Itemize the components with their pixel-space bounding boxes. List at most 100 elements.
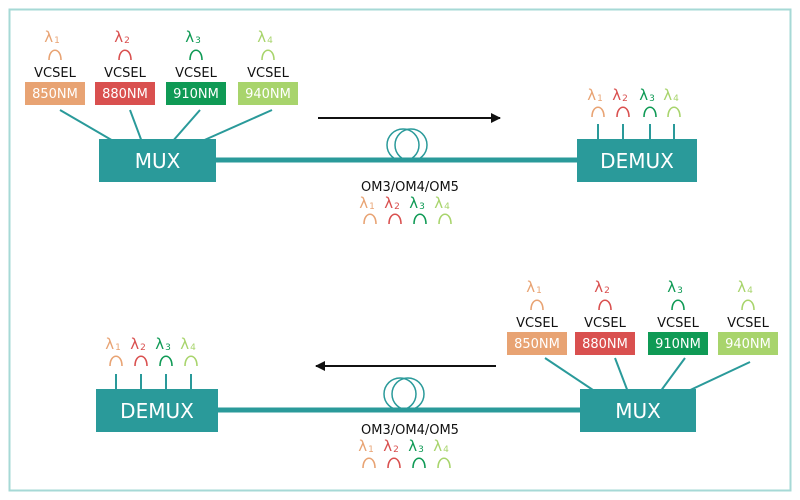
lambda-base: λ [384, 194, 393, 212]
wave-arc-icon [189, 49, 203, 61]
vcsel-label: VCSEL [727, 316, 769, 331]
lambda-base: λ [526, 278, 535, 296]
lambda-base: λ [155, 335, 164, 353]
bottom-source-lambda-1: λ1 [526, 278, 544, 311]
wavelength-badge-label: 940NM [725, 337, 771, 352]
wave-arc-icon [118, 49, 132, 61]
connector-line-4 [685, 361, 751, 393]
wave-arc-icon [671, 299, 685, 311]
lambda-subscript: 4 [444, 202, 450, 212]
lambda-base: λ [114, 28, 123, 46]
wave-arc-icon [616, 106, 630, 118]
top-fiber-lambda-3: λ3 [409, 194, 427, 225]
wave-arc-icon [412, 457, 426, 469]
lambda-base: λ [44, 28, 53, 46]
top-fiber-lambda-4: λ4 [434, 194, 452, 225]
top-demux-out-lambda-4-symbol: λ4 [663, 86, 679, 104]
top-fiber-lambda-4-symbol: λ4 [434, 194, 450, 212]
wave-arc-icon [643, 106, 657, 118]
bottom-fiber-lambda-2: λ2 [383, 437, 401, 469]
wave-arc-icon [667, 106, 681, 118]
top-source-lambda-3: λ3 [185, 28, 203, 61]
bottom-section: λ1VCSEL850NMλ2VCSEL880NMλ3VCSEL910NMλ4VC… [96, 278, 778, 469]
wave-arc-icon [261, 49, 275, 61]
top-source-lambda-2: λ2 [114, 28, 132, 61]
lambda-subscript: 3 [165, 343, 171, 353]
lambda-subscript: 3 [195, 36, 201, 46]
lambda-base: λ [130, 335, 139, 353]
top-demux-out-lambda-1: λ1 [587, 86, 605, 118]
wave-arc-icon [741, 299, 755, 311]
lambda-subscript: 3 [418, 445, 424, 455]
top-source-lambda-4: λ4 [257, 28, 275, 61]
lambda-base: λ [663, 86, 672, 104]
wave-arc-icon [134, 355, 148, 367]
wave-arc-icon [109, 355, 123, 367]
lambda-subscript: 4 [190, 343, 196, 353]
bottom-source-lambda-3-symbol: λ3 [667, 278, 683, 296]
lambda-subscript: 2 [622, 94, 628, 104]
lambda-subscript: 2 [394, 202, 400, 212]
wavelength-badge-label: 910NM [173, 87, 219, 102]
bottom-demux-label: DEMUX [120, 399, 194, 423]
top-source-lambda-3-symbol: λ3 [185, 28, 201, 46]
lambda-base: λ [359, 194, 368, 212]
bottom-demux-out-lambda-2: λ2 [130, 335, 148, 367]
wavelength-badge [166, 82, 226, 105]
bottom-fiber-lambda-1: λ1 [358, 437, 376, 469]
bottom-source-lambda-3: λ3 [667, 278, 685, 311]
connector-line-2 [129, 109, 143, 143]
lambda-base: λ [639, 86, 648, 104]
bottom-source-lambda-2-symbol: λ2 [594, 278, 610, 296]
connector-line-4 [199, 109, 273, 143]
lambda-subscript: 1 [536, 286, 542, 296]
wavelength-badge [25, 82, 85, 105]
wavelength-badge-label: 880NM [582, 337, 628, 352]
top-demux-box [577, 139, 697, 182]
top-fiber-lambda-3-symbol: λ3 [409, 194, 425, 212]
lambda-base: λ [737, 278, 746, 296]
wavelength-badge-label: 940NM [245, 87, 291, 102]
top-mux-box [99, 139, 216, 182]
top-demux-out-lambda-1-symbol: λ1 [587, 86, 603, 104]
bottom-source-lambda-1-symbol: λ1 [526, 278, 542, 296]
top-mux-label: MUX [135, 149, 181, 173]
bottom-demux-out-lambda-1-symbol: λ1 [105, 335, 121, 353]
lambda-base: λ [185, 28, 194, 46]
lambda-subscript: 2 [140, 343, 146, 353]
wave-arc-icon [413, 213, 427, 225]
lambda-subscript: 1 [54, 36, 60, 46]
vcsel-label: VCSEL [516, 316, 558, 331]
lambda-base: λ [257, 28, 266, 46]
lambda-subscript: 4 [267, 36, 273, 46]
lambda-base: λ [594, 278, 603, 296]
top-demux-out-lambda-2: λ2 [612, 86, 630, 118]
vcsel-label: VCSEL [175, 66, 217, 81]
wavelength-badge [95, 82, 155, 105]
lambda-subscript: 3 [649, 94, 655, 104]
vcsel-label: VCSEL [657, 316, 699, 331]
wave-arc-icon [437, 457, 451, 469]
wave-arc-icon [388, 213, 402, 225]
wave-arc-icon [159, 355, 173, 367]
top-demux-out-lambda-2-symbol: λ2 [612, 86, 628, 104]
lambda-base: λ [612, 86, 621, 104]
bottom-fiber-lambda-4-symbol: λ4 [433, 437, 449, 455]
bottom-source-lambda-4: λ4 [737, 278, 755, 311]
bottom-demux-out-lambda-4-symbol: λ4 [180, 335, 196, 353]
lambda-subscript: 1 [115, 343, 121, 353]
bottom-fiber-lambda-4: λ4 [433, 437, 451, 469]
top-source-lambda-1: λ1 [44, 28, 62, 61]
lambda-subscript: 1 [597, 94, 603, 104]
lambda-base: λ [383, 437, 392, 455]
top-source-lambda-1-symbol: λ1 [44, 28, 60, 46]
bottom-fiber-lambda-2-symbol: λ2 [383, 437, 399, 455]
